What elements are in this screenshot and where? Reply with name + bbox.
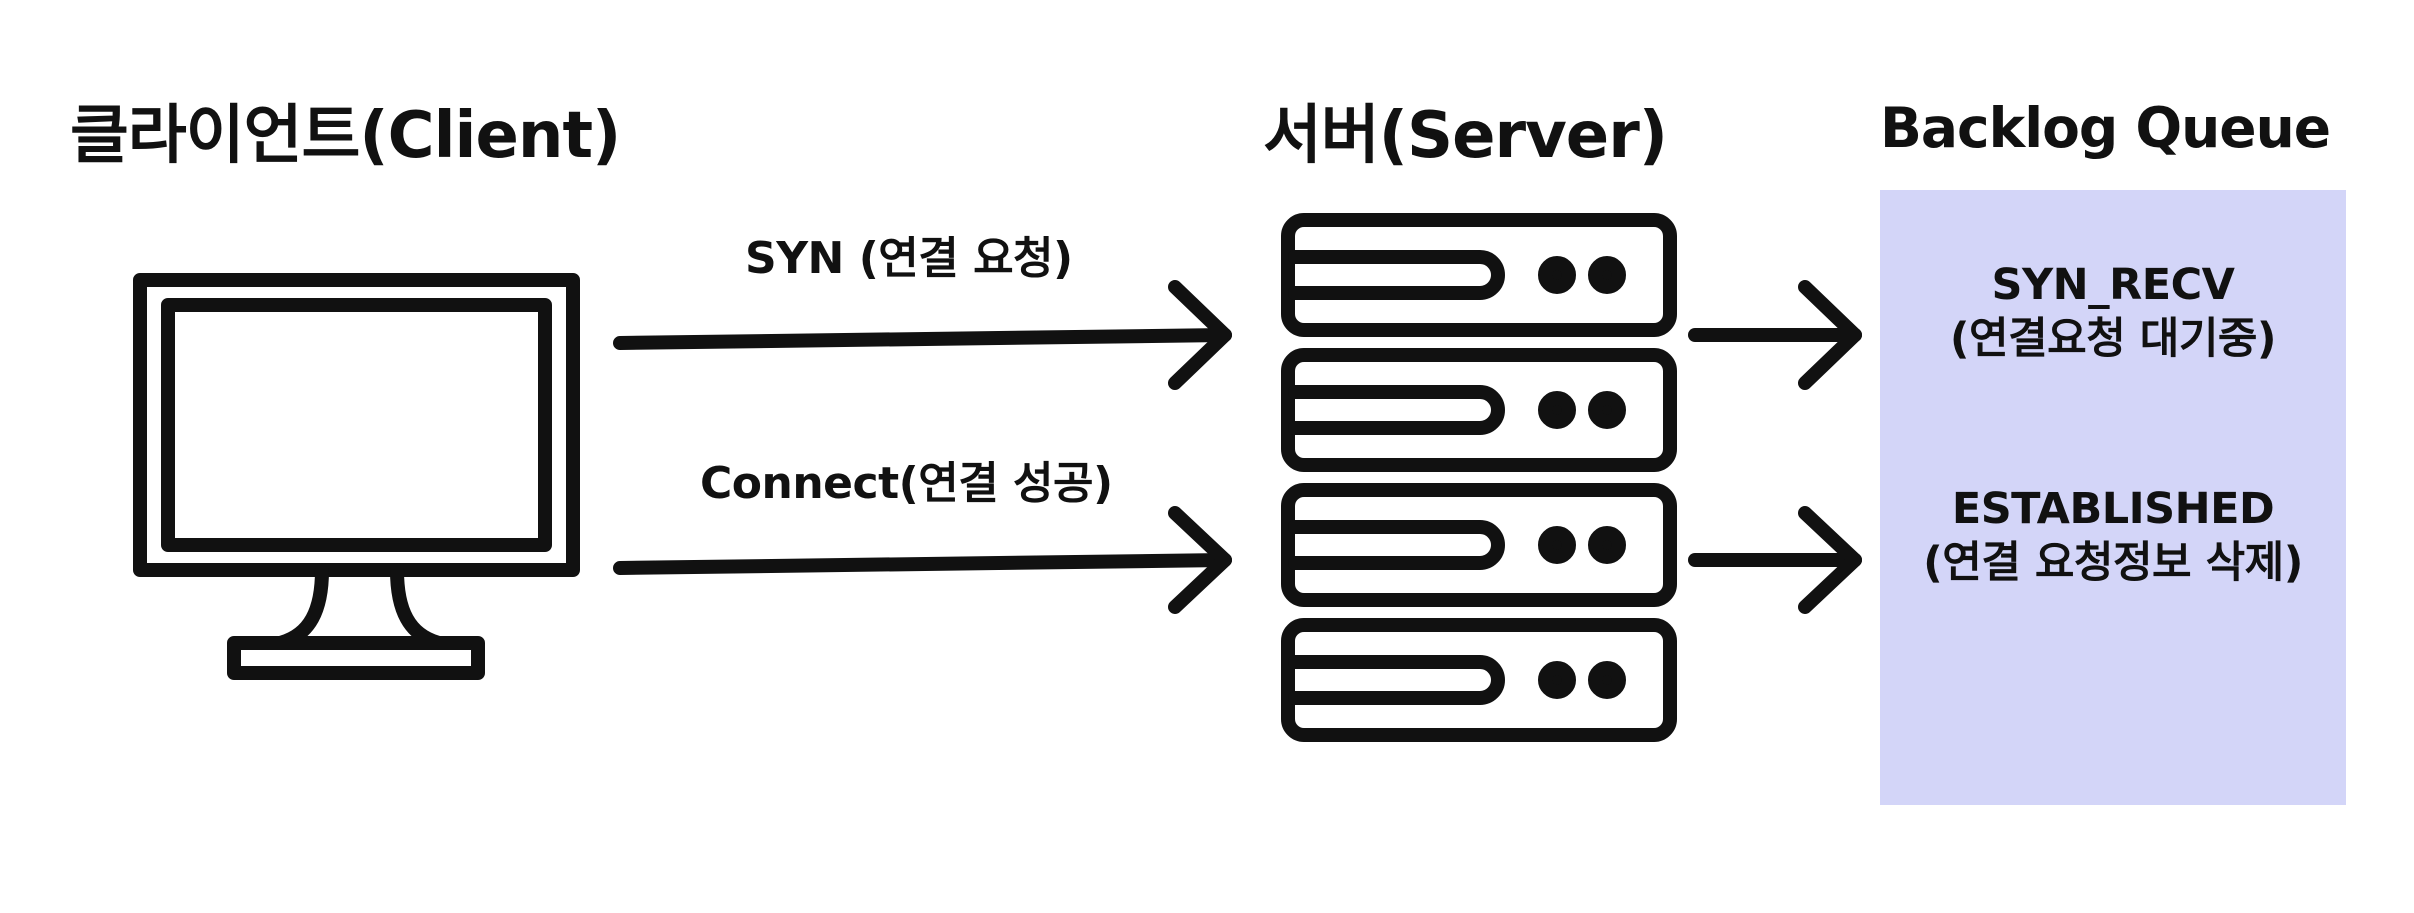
queue-item-established: ESTABLISHED (연결 요청정보 삭제) bbox=[1880, 482, 2346, 590]
server-unit-2 bbox=[1281, 348, 1677, 472]
queue-item-state: SYN_RECV bbox=[1991, 260, 2235, 310]
queue-item-state: ESTABLISHED bbox=[1951, 484, 2275, 534]
queue-item-syn-recv: SYN_RECV (연결요청 대기중) bbox=[1880, 258, 2346, 366]
connect-arrow-icon bbox=[613, 506, 1232, 614]
client-title: 클라이언트(Client) bbox=[70, 99, 621, 173]
queue-arrow-icon-1 bbox=[1688, 280, 1862, 390]
server-rack-icon bbox=[1281, 213, 1677, 742]
backlog-queue-box: SYN_RECV (연결요청 대기중) ESTABLISHED (연결 요청정보… bbox=[1880, 190, 2346, 805]
server-title: 서버(Server) bbox=[1263, 99, 1668, 173]
queue-item-desc: (연결요청 대기중) bbox=[1949, 314, 2277, 364]
server-unit-1 bbox=[1281, 213, 1677, 337]
queue-item-desc: (연결 요청정보 삭제) bbox=[1923, 538, 2303, 588]
queue-arrow-icon-2 bbox=[1688, 506, 1862, 614]
monitor-icon bbox=[133, 273, 580, 680]
server-unit-4 bbox=[1281, 618, 1677, 742]
syn-edge-label: SYN (연결 요청) bbox=[745, 233, 1073, 284]
server-unit-3 bbox=[1281, 483, 1677, 607]
backlog-queue-title: Backlog Queue bbox=[1880, 96, 2331, 160]
connect-edge-label: Connect(연결 성공) bbox=[700, 458, 1113, 509]
syn-arrow-icon bbox=[613, 280, 1232, 390]
